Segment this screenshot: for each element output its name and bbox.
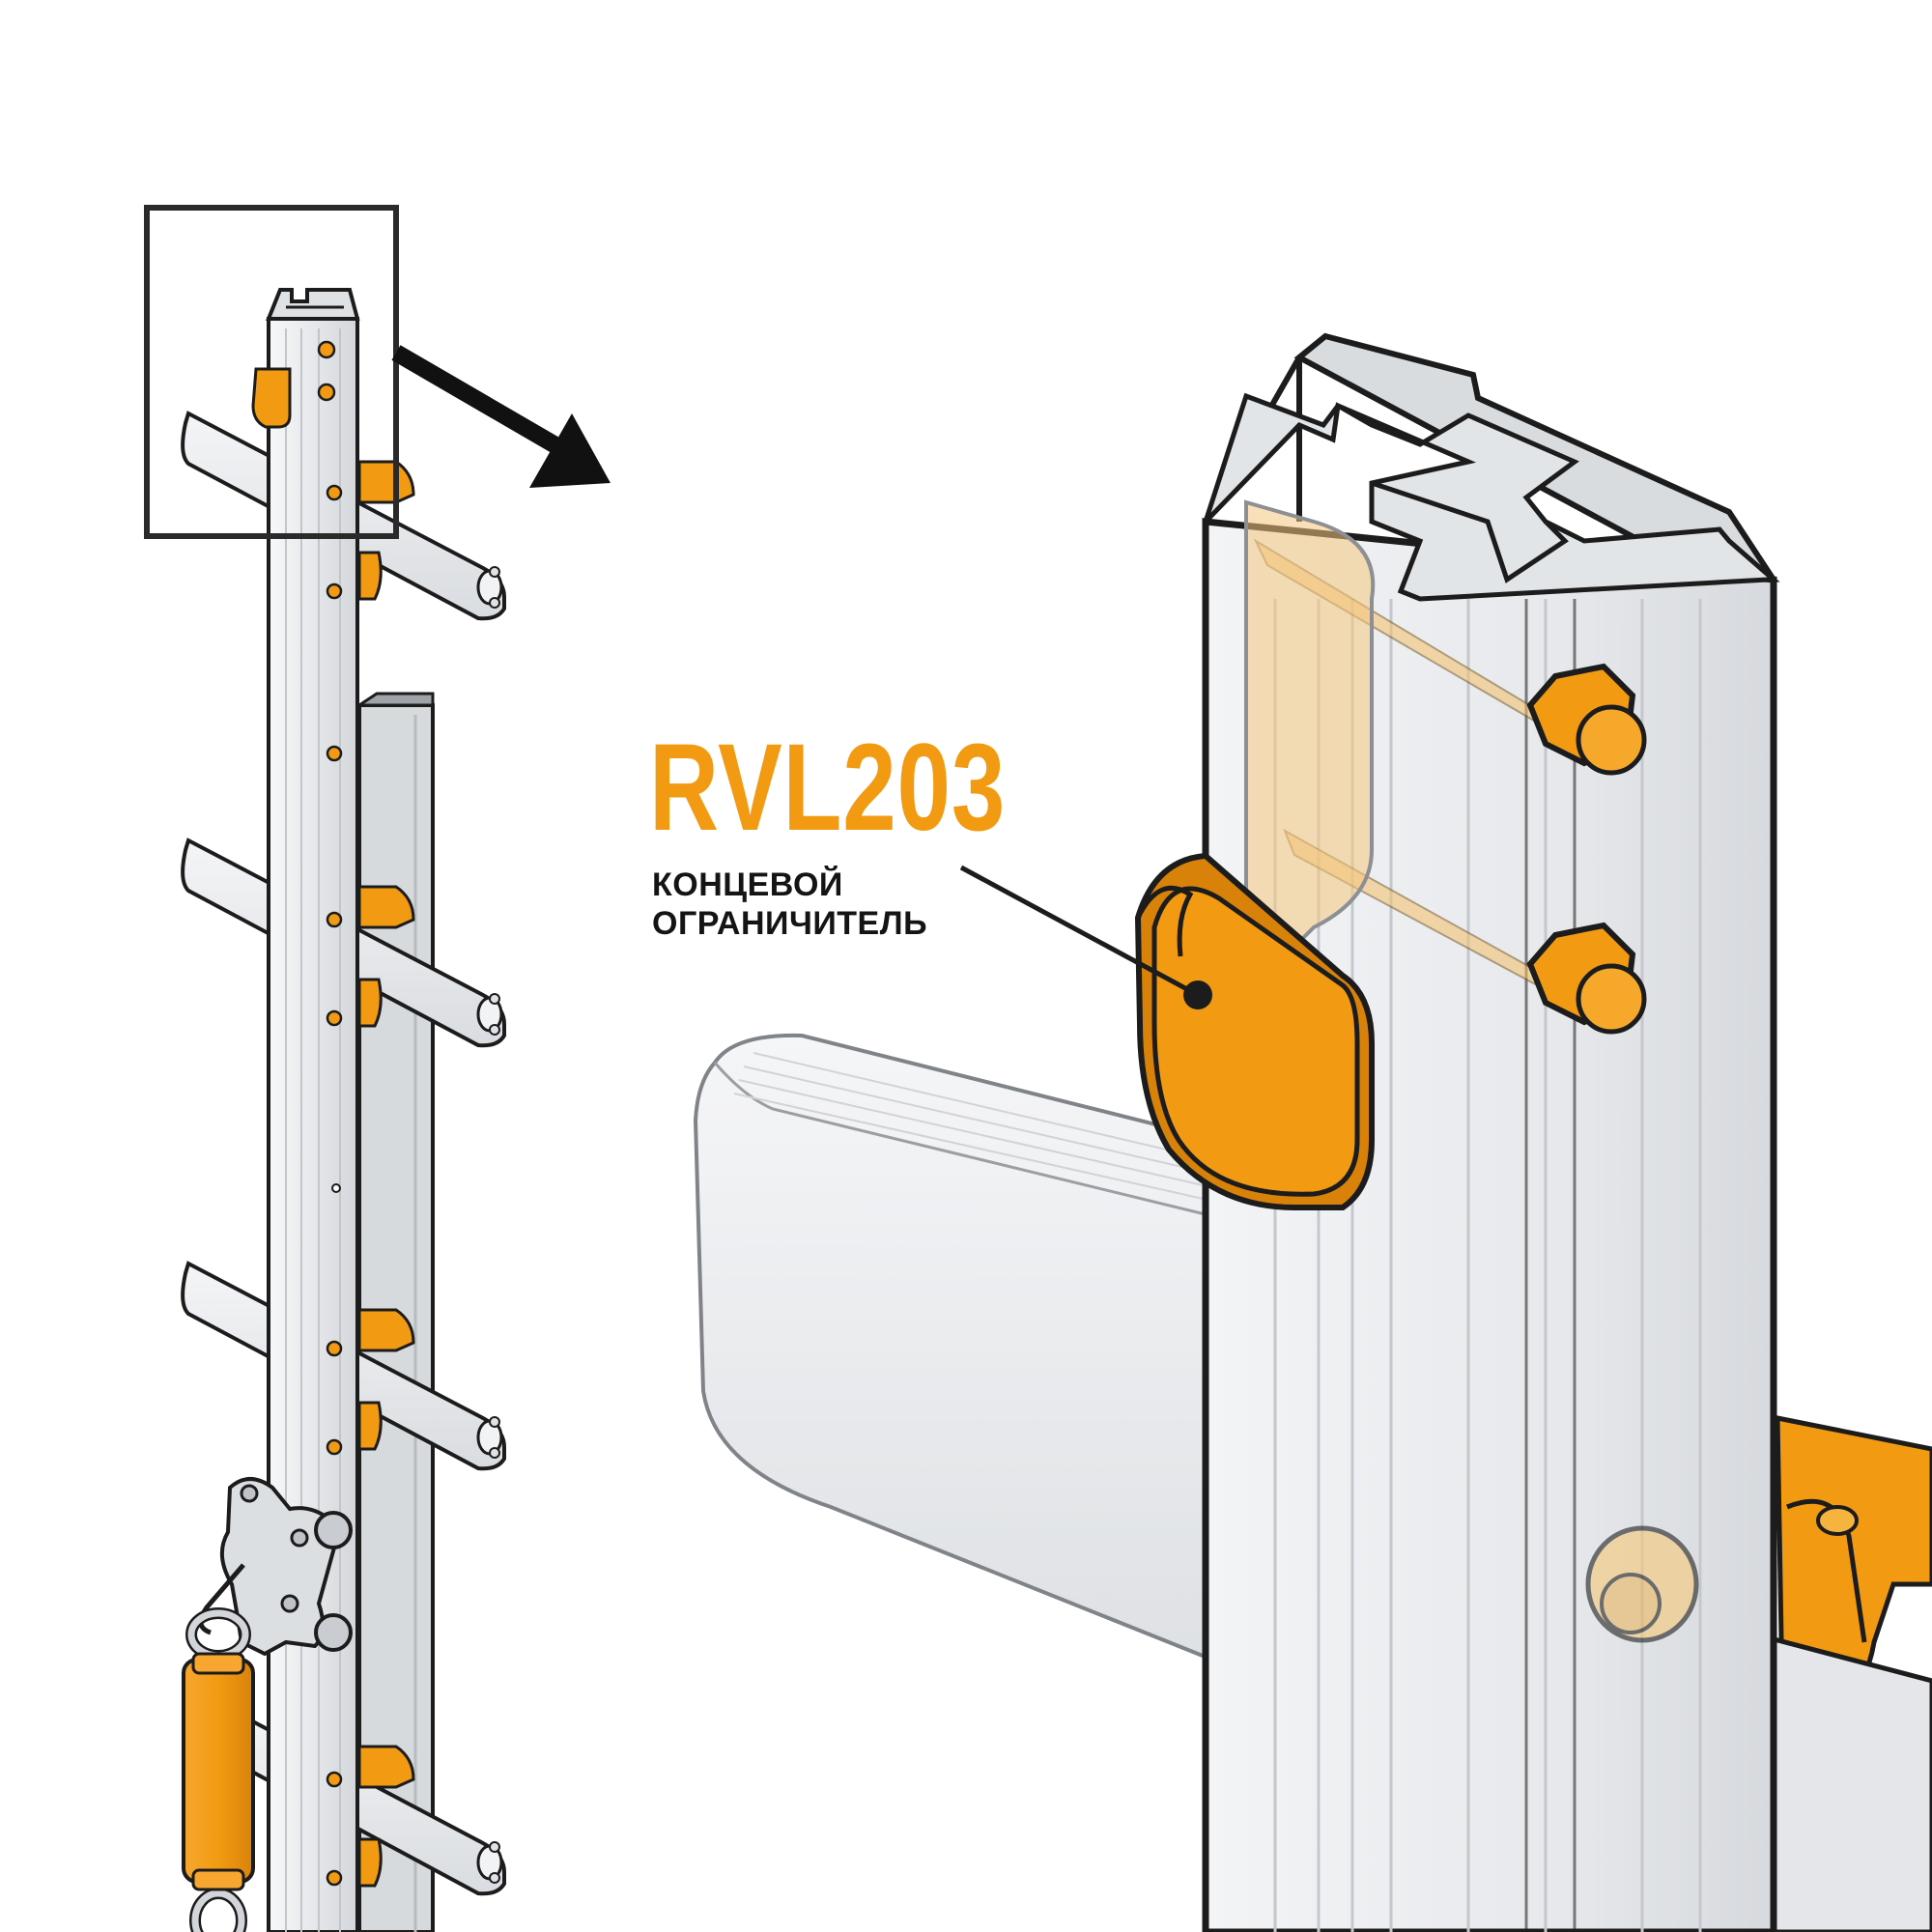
energy-absorber — [182, 1652, 255, 1891]
part-code-label: RVL203 — [649, 719, 1007, 857]
part-description-line1: КОНЦЕВОЙ — [652, 867, 843, 903]
rail-hole — [331, 1183, 341, 1193]
callout-leader-line — [959, 865, 1200, 998]
arrow-right-down-icon — [391, 345, 611, 488]
rung-clamp — [357, 460, 415, 1888]
rung-detail — [693, 1033, 1219, 1664]
part-description: КОНЦЕВОЙ ОГРАНИЧИТЕЛЬ — [652, 866, 927, 943]
rail-bolt — [317, 340, 343, 1887]
hex-nut — [1526, 663, 1647, 1035]
end-stop-small — [251, 367, 292, 429]
end-stop-ghost — [1244, 499, 1376, 960]
ladder-overview — [144, 205, 611, 1932]
part-description-line2: ОГРАНИЧИТЕЛЬ — [652, 905, 928, 942]
rivet-ghost — [1585, 1525, 1699, 1643]
end-stop-rvl203 — [1134, 852, 1375, 1210]
fall-arrester — [185, 1477, 353, 1932]
detail-zoom — [693, 332, 1932, 1932]
detail-frame — [144, 205, 399, 539]
